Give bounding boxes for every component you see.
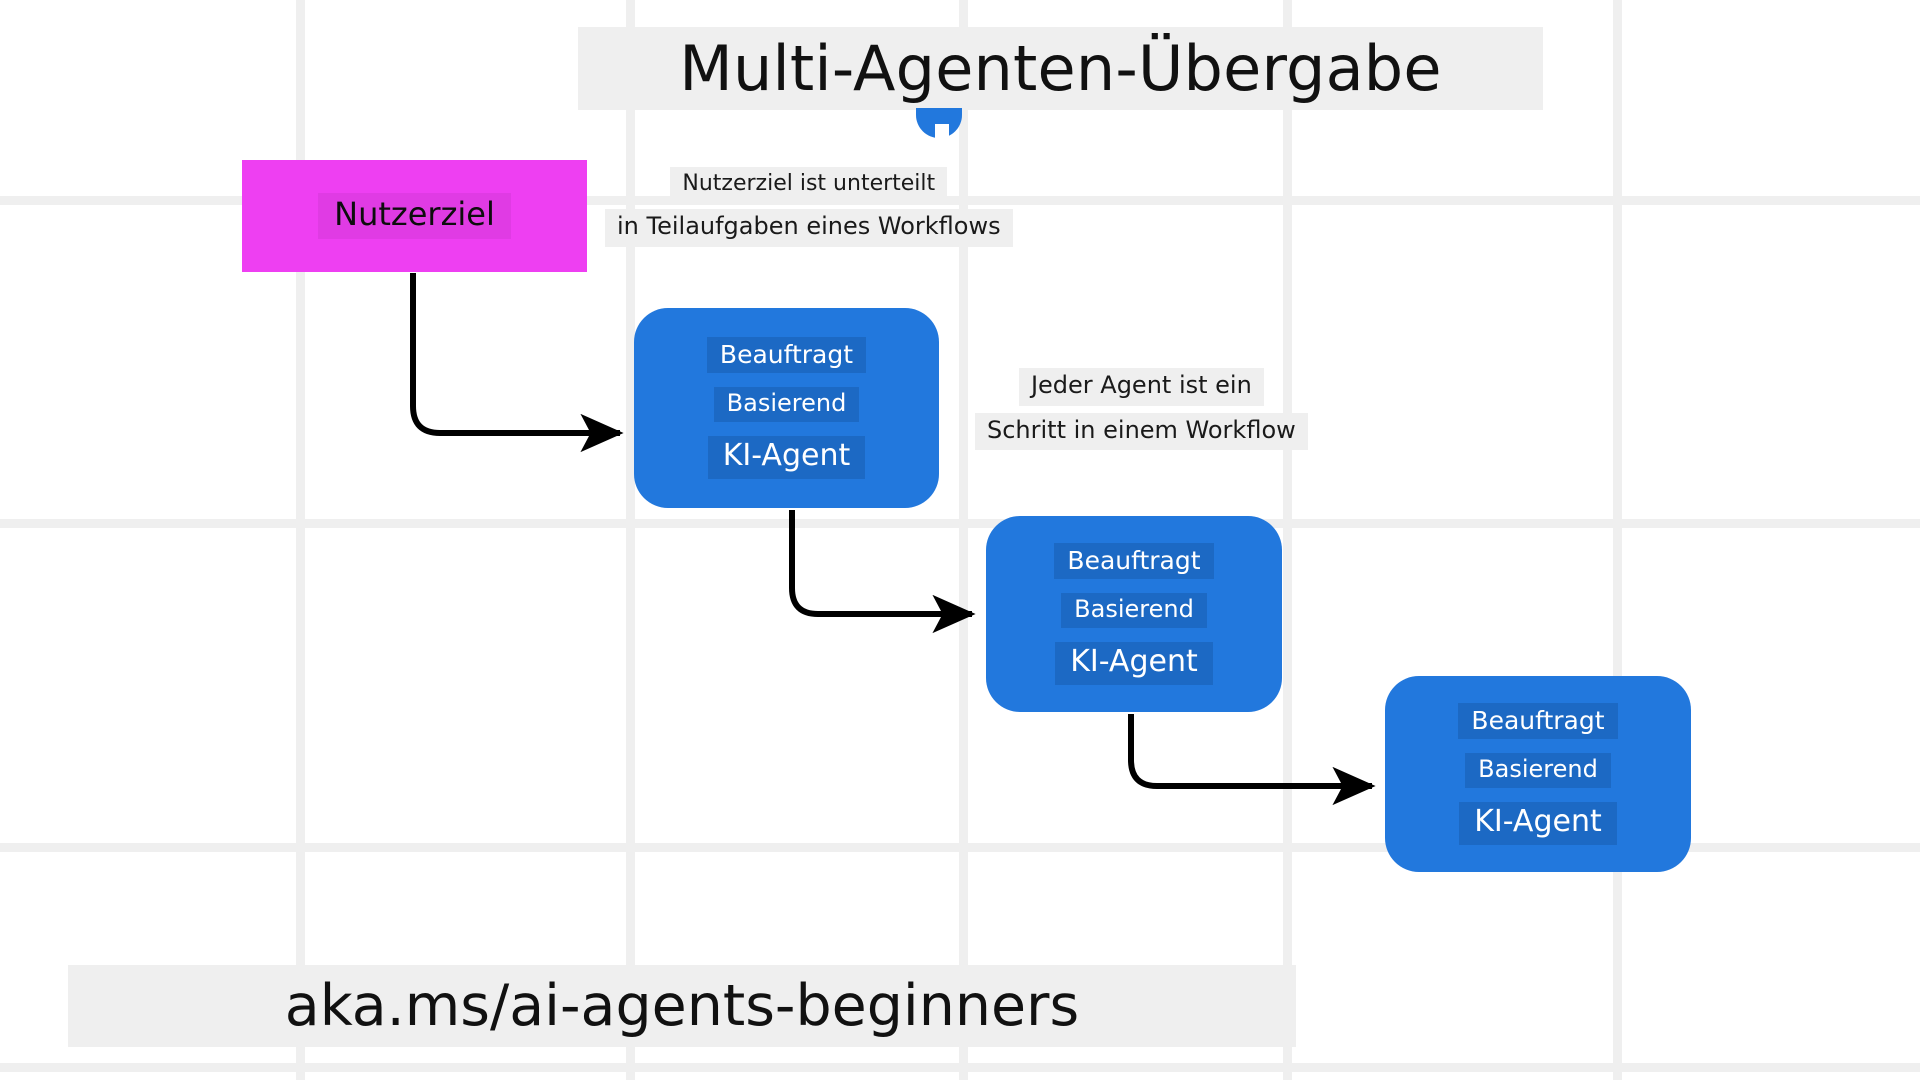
decorative-white-stub (935, 124, 949, 178)
annotation-line: in Teilaufgaben eines Workflows (605, 209, 1013, 247)
node-ai-agent-3-line1: Beauftragt (1458, 703, 1618, 740)
annotation-line: Jeder Agent ist ein (1018, 368, 1264, 406)
grid-line-vertical (1283, 0, 1292, 1080)
grid-line-vertical (1613, 0, 1622, 1080)
node-ai-agent-1-line1: Beauftragt (706, 337, 867, 374)
page-title-text: Multi-Agenten-Übergabe (679, 31, 1442, 105)
node-ai-agent-3-line2: Basierend (1465, 753, 1611, 789)
connector-agent2-to-agent3 (1128, 714, 1376, 806)
annotation-line: Nutzerziel ist unterteilt (670, 167, 948, 203)
grid-line-vertical (959, 0, 968, 1080)
grid-line-vertical (626, 0, 635, 1080)
grid-line-horizontal (0, 519, 1920, 528)
page-title: Multi-Agenten-Übergabe (578, 27, 1543, 110)
node-ai-agent-2-line1: Beauftragt (1054, 543, 1214, 580)
node-ai-agent-1[interactable]: Beauftragt Basierend KI-Agent (634, 308, 939, 508)
node-ai-agent-3[interactable]: Beauftragt Basierend KI-Agent (1385, 676, 1691, 872)
node-ai-agent-2-line2: Basierend (1061, 593, 1207, 629)
node-ai-agent-3-line3: KI-Agent (1459, 802, 1617, 845)
footer-url-band[interactable]: aka.ms/ai-agents-beginners (68, 965, 1296, 1047)
node-ai-agent-2[interactable]: Beauftragt Basierend KI-Agent (986, 516, 1282, 712)
node-user-goal[interactable]: Nutzerziel (242, 160, 587, 272)
connector-goal-to-agent1 (410, 273, 624, 453)
footer-url-text: aka.ms/ai-agents-beginners (284, 972, 1080, 1039)
node-ai-agent-1-line2: Basierend (713, 387, 860, 423)
annotation-workflow-split: Nutzerziel ist unterteilt in Teilaufgabe… (605, 167, 1013, 247)
node-ai-agent-1-line3: KI-Agent (707, 436, 866, 479)
annotation-line: Schritt in einem Workflow (975, 412, 1308, 451)
annotation-agent-step: Jeder Agent ist ein Schritt in einem Wor… (975, 368, 1308, 451)
node-user-goal-label: Nutzerziel (318, 193, 511, 239)
connector-agent1-to-agent2 (789, 510, 976, 634)
node-ai-agent-2-line3: KI-Agent (1055, 642, 1213, 685)
grid-line-horizontal (0, 1063, 1920, 1072)
